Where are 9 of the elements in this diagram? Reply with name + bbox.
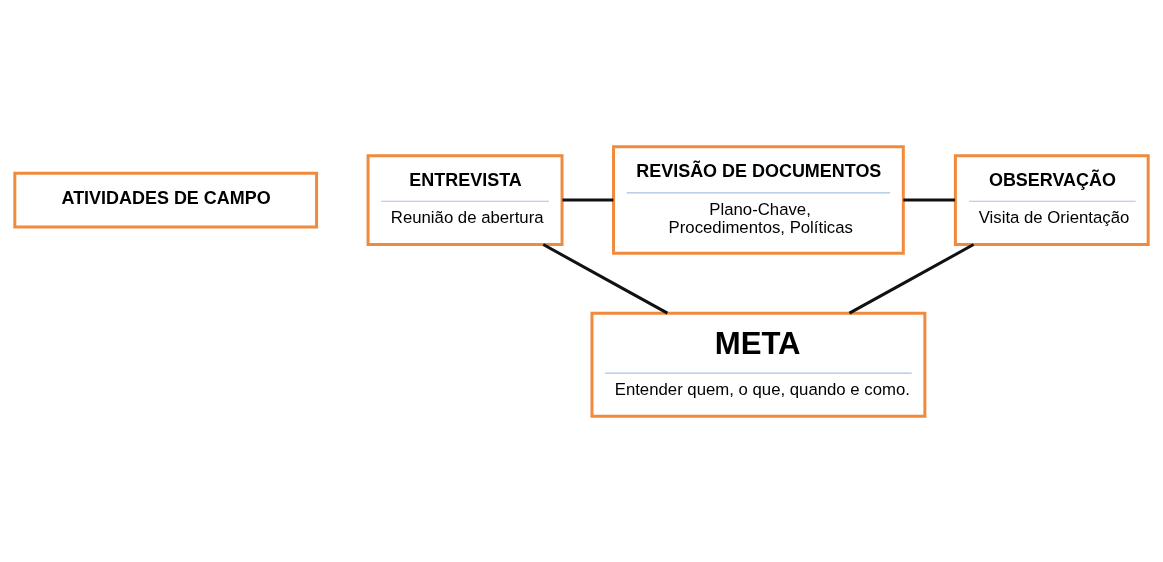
node-box: ATIVIDADES DE CAMPO: [13, 171, 319, 228]
node-box: OBSERVAÇÃO Visita de Orientação: [953, 153, 1150, 246]
connector: [562, 198, 614, 202]
connector: [903, 198, 955, 202]
connector: [848, 242, 975, 314]
connector: [542, 242, 669, 314]
node-box: REVISÃO DE DOCUMENTOS Plano-Chave, Procedimentos, Políticas: [612, 144, 905, 255]
node-box: META Entender quem, o que, quando e como.: [590, 311, 927, 418]
node-box: ENTREVISTA Reunião de abertura: [366, 153, 564, 246]
